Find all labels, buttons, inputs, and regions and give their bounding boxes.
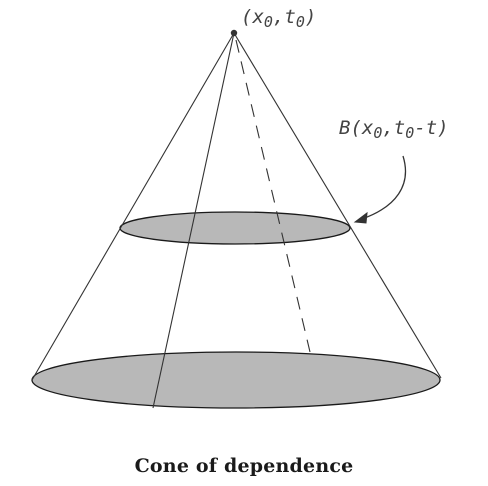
- pointer-arrow: [361, 155, 407, 220]
- cone-hidden-generator: [235, 39, 311, 353]
- cone-front-generator: [152, 32, 235, 409]
- cone-right-edge: [233, 32, 442, 379]
- pointer-arrowhead: [353, 211, 368, 224]
- cone-left-edge: [31, 32, 235, 381]
- base-disc: [31, 351, 441, 409]
- ball-label: B(x0,t0-t): [339, 117, 449, 142]
- apex-point: [230, 29, 238, 37]
- apex-label: (x0,t0): [241, 6, 316, 31]
- ball-disc: [119, 211, 351, 245]
- figure-caption: Cone of dependence: [134, 455, 354, 477]
